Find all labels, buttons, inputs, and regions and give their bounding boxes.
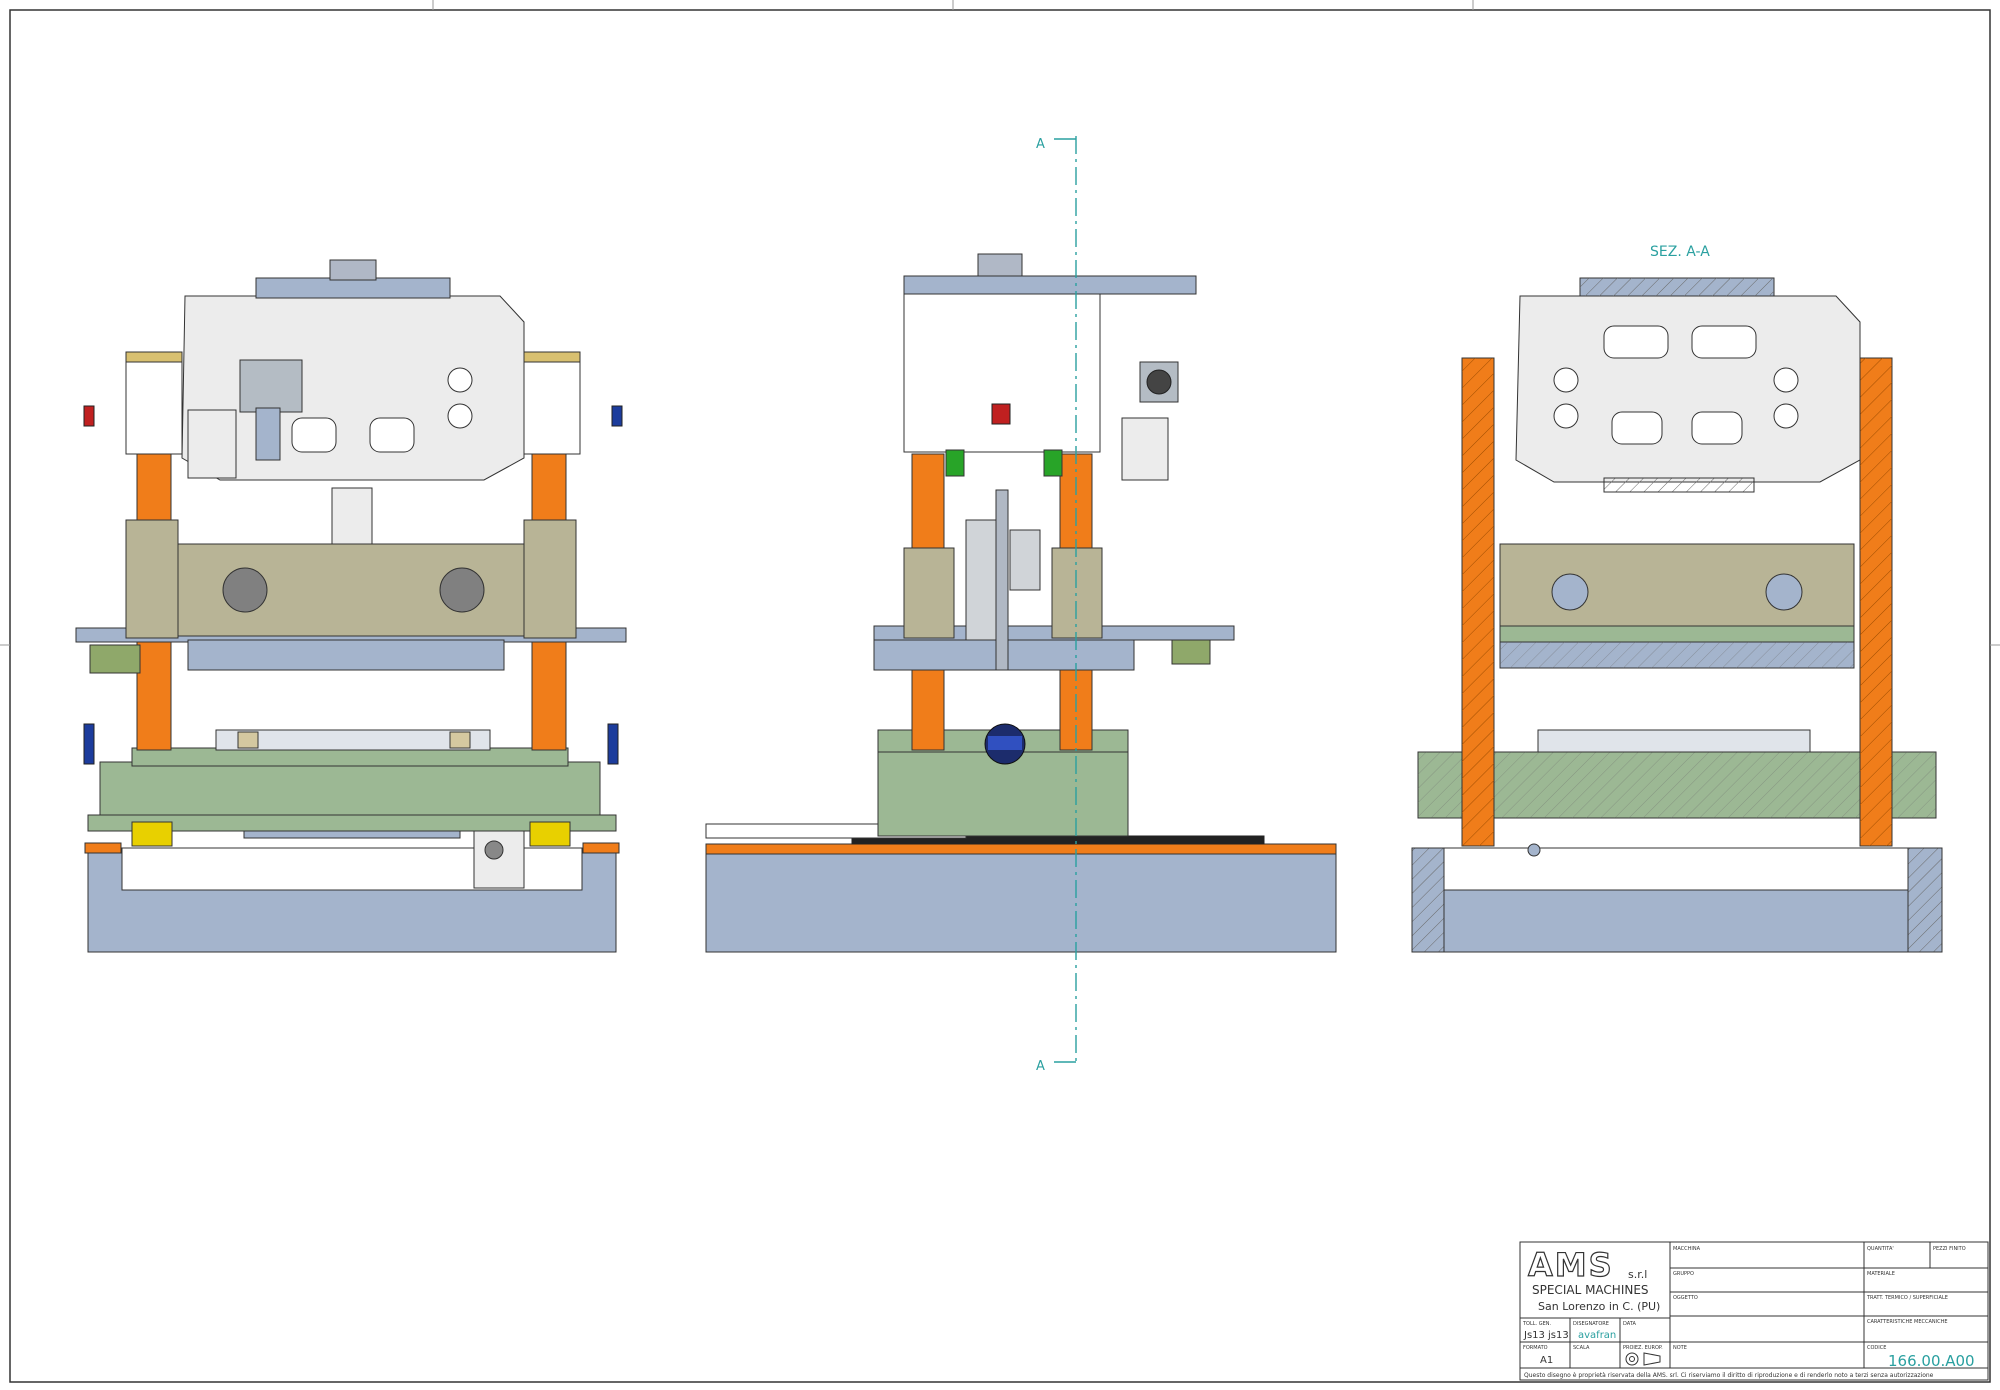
section-view: SEZ. A-A xyxy=(1411,244,1943,953)
label-oggetto: OGGETTO xyxy=(1673,1295,1698,1301)
value-toll-2: js13 xyxy=(1547,1330,1569,1341)
label-scala: SCALA xyxy=(1573,1345,1590,1351)
side-view xyxy=(705,253,1337,953)
label-gruppo: GRUPPO xyxy=(1673,1271,1694,1277)
label-toll: TOLL. GEN. xyxy=(1522,1321,1552,1327)
label-note: NOTE xyxy=(1673,1345,1687,1351)
section-title: SEZ. A-A xyxy=(1650,244,1710,260)
label-data: DATA xyxy=(1623,1321,1636,1327)
section-marker-bottom: A xyxy=(1036,1059,1045,1074)
label-macchina: MACCHINA xyxy=(1673,1246,1701,1252)
section-line-a-a: A A xyxy=(1036,136,1077,1074)
label-disegnatore: DISEGNATORE xyxy=(1573,1321,1609,1327)
company-location: San Lorenzo in C. (PU) xyxy=(1538,1300,1660,1313)
label-materiale: MATERIALE xyxy=(1867,1271,1895,1277)
value-toll-1: Js13 xyxy=(1523,1330,1545,1341)
value-codice: 166.00.A00 xyxy=(1888,1352,1975,1370)
label-quantita: QUANTITA' xyxy=(1867,1246,1894,1252)
label-tratt: TRATT. TERMICO / SUPERFICIALE xyxy=(1866,1295,1948,1301)
title-block: AMS s.r.l SPECIAL MACHINES San Lorenzo i… xyxy=(1519,1241,1989,1381)
label-caratt: CARATTERISTICHE MECCANICHE xyxy=(1867,1319,1948,1325)
side-base xyxy=(705,851,1337,953)
value-disegnatore: avafran xyxy=(1578,1330,1616,1341)
label-codice: CODICE xyxy=(1867,1345,1886,1351)
company-logo: AMS xyxy=(1528,1246,1614,1284)
company-division: SPECIAL MACHINES xyxy=(1532,1283,1649,1297)
section-marker-top: A xyxy=(1036,137,1045,152)
disclaimer: Questo disegno è proprietà riservata del… xyxy=(1524,1372,1934,1379)
label-proiez: PROIEZ. EUROP. xyxy=(1623,1345,1663,1351)
front-view xyxy=(75,259,627,953)
lower-table xyxy=(99,761,601,819)
label-formato: FORMATO xyxy=(1523,1345,1548,1351)
slide-block xyxy=(129,543,573,637)
company-suffix: s.r.l xyxy=(1628,1268,1647,1281)
value-formato: A1 xyxy=(1540,1355,1553,1366)
label-pezzi: PEZZI FINITO xyxy=(1933,1246,1966,1252)
projection-symbol-icon xyxy=(1625,1352,1661,1366)
